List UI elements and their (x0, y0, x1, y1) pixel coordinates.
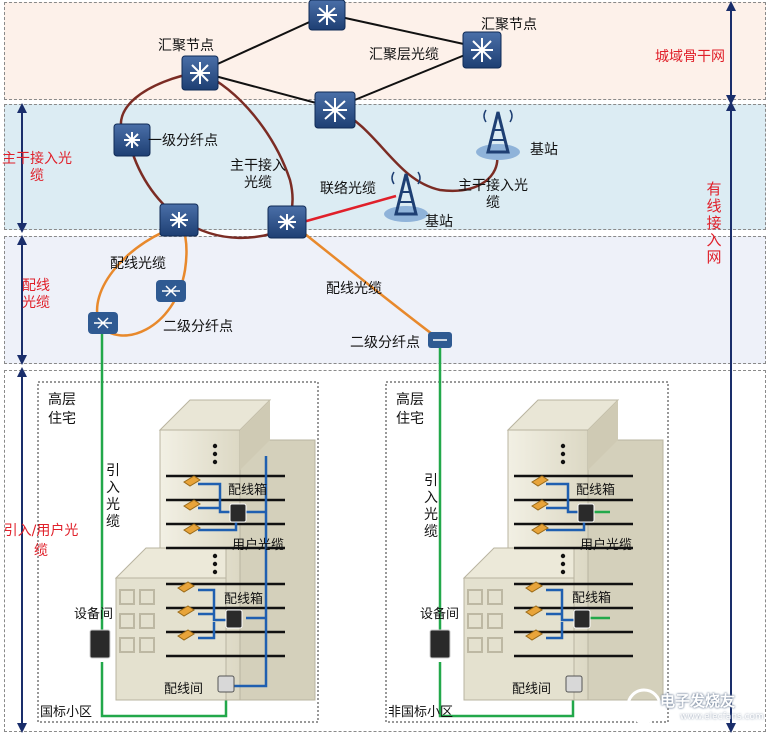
drop-user-label: 引入/用户光缆 (3, 523, 79, 559)
distribution-cable-2-label: 配线光缆 (326, 281, 382, 297)
drop-cable-2-label: 引入光缆 (424, 473, 438, 540)
dist-box-1b-label: 配线箱 (224, 592, 264, 607)
base-station-1-label: 基站 (530, 142, 558, 158)
equip-room-1-label: 设备间 (74, 607, 114, 622)
level1-split-label: 一级分纤点 (148, 133, 218, 149)
drop-cable-1-label: 引入光缆 (106, 463, 120, 530)
distribution-band (4, 236, 766, 364)
watermark: 电子发烧友 (660, 692, 736, 710)
distribution-left-label: 配线光缆 (22, 278, 50, 311)
router-icon (181, 55, 219, 91)
splitter-icon (156, 280, 186, 302)
community-frame-1 (37, 381, 319, 723)
aggregation-links (199, 13, 483, 109)
base-station-icon (476, 109, 520, 160)
distribution-box-icon (573, 609, 591, 629)
switch-icon (159, 203, 199, 237)
wired-access-label: 有线接入网 (706, 180, 722, 266)
dist-box-2a-label: 配线箱 (576, 483, 616, 498)
building-group-2 (429, 399, 664, 701)
equip-room-2-label: 设备间 (420, 607, 460, 622)
metro-backbone-label: 城域骨干网 (655, 49, 725, 65)
user-cable-2-label: 用户光缆 (580, 538, 633, 553)
level2-split-2-label: 二级分纤点 (350, 335, 420, 351)
base-station-2-label: 基站 (425, 214, 453, 230)
dist-box-2b-label: 配线箱 (572, 591, 612, 606)
router-icon (308, 0, 346, 31)
router-icon (314, 91, 356, 129)
metro-backbone-band (4, 2, 766, 100)
switch-icon (267, 205, 307, 239)
dist-box-1a-label: 配线箱 (228, 483, 268, 498)
splitter-icon (428, 332, 452, 348)
agg-node-left-label: 汇聚节点 (158, 38, 214, 54)
community-frame-2 (385, 381, 669, 723)
highrise-2-label: 高层住宅 (396, 392, 424, 427)
agg-cable-label: 汇聚层光缆 (369, 47, 439, 63)
equipment-room-icon (89, 629, 111, 659)
trunk-center-label: 主干接入光缆 (230, 158, 286, 191)
tie-cable-label: 联络光缆 (320, 181, 376, 197)
distribution-room-icon (565, 675, 583, 693)
trunk-right-label: 主干接入光缆 (458, 178, 528, 211)
distribution-box-icon (225, 609, 243, 629)
community-2-label: 非国标小区 (388, 705, 454, 720)
distribution-fiber (95, 223, 441, 341)
splitter-icon (88, 312, 118, 334)
dist-room-1-label: 配线间 (164, 682, 204, 697)
highrise-1-label: 高层住宅 (48, 392, 76, 427)
watermark-url: www.elecfans.com (680, 712, 764, 722)
switch-icon (113, 123, 151, 157)
router-icon (462, 31, 502, 69)
community-1-label: 国标小区 (40, 705, 93, 720)
level2-split-1-label: 二级分纤点 (163, 319, 233, 335)
distribution-box-icon (229, 503, 247, 523)
watermark-logo-icon (626, 688, 662, 724)
tie-cable-line (302, 194, 397, 224)
agg-node-top-label: 汇聚节点 (481, 17, 537, 33)
base-station-icon (384, 171, 428, 222)
distribution-box-icon (577, 503, 595, 523)
building-group-1 (89, 399, 316, 701)
distribution-room-icon (217, 675, 235, 693)
trunk-left-label: 主干接入光缆 (2, 151, 72, 184)
equipment-room-icon (429, 629, 451, 659)
user-cable-1-label: 用户光缆 (232, 538, 285, 553)
distribution-cable-1-label: 配线光缆 (110, 256, 166, 272)
dist-room-2-label: 配线间 (512, 682, 552, 697)
